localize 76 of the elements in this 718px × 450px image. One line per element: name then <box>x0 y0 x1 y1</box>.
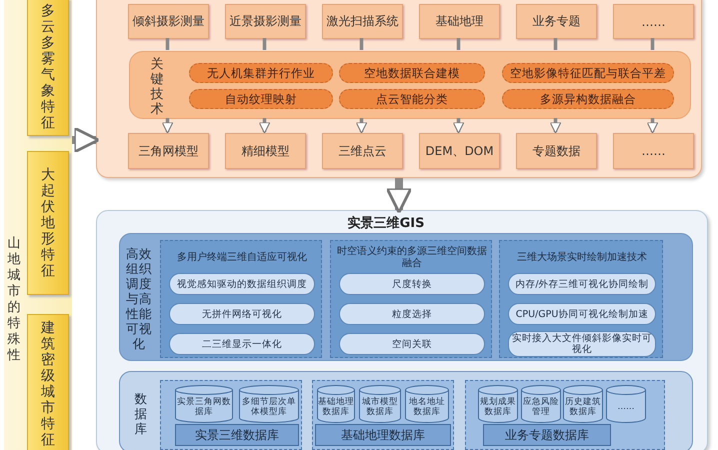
technology-pill: 多源异构数据融合 <box>502 89 674 109</box>
process-box: 基础地理 <box>419 4 500 39</box>
method-pill: 无拼件网络可视化 <box>169 303 315 325</box>
method-pill: CPU/GPU协同可视化绘制加速 <box>508 303 656 325</box>
arrow <box>72 126 100 154</box>
arrow <box>550 118 562 134</box>
technique-column <box>330 240 492 358</box>
technology-pill: 无人机集群并行作业 <box>189 63 333 83</box>
database-group <box>160 380 302 450</box>
system-panel <box>96 210 708 450</box>
database-cylinder: 实景三角网数据库 <box>175 385 233 423</box>
technology-pill: 自动纹理映射 <box>189 89 333 109</box>
side-panel <box>4 0 72 450</box>
database-cylinder: 多细节层次单体模型库 <box>239 385 299 423</box>
database-label: 业务专题数据库 <box>483 424 611 446</box>
side-label: 山地城市的特殊性 <box>6 235 22 365</box>
process-box: 近景摄影测量 <box>225 4 306 39</box>
database-label: 基础地理数据库 <box>315 424 451 446</box>
database-cylinder: 应急风险管理 <box>521 385 561 423</box>
arrow <box>356 118 368 134</box>
method-pill: 空间关联 <box>339 333 485 355</box>
database-cylinder: 基础地理数据库 <box>317 385 355 423</box>
arrow <box>646 118 658 134</box>
database-cylinder: …… <box>606 385 646 423</box>
method-pill: 尺度转换 <box>339 273 485 295</box>
method-pill: 内存/外存三维可视化协同绘制 <box>508 273 656 295</box>
database-group <box>312 380 454 450</box>
connector-line <box>262 38 266 50</box>
connector-line <box>166 38 170 50</box>
column-title: 多用户终端三维自适应可视化 <box>176 250 308 265</box>
method-pill: 二三维显示一体化 <box>169 333 315 355</box>
column-title: 三维大场景实时绘制加速技术 <box>516 250 648 265</box>
process-box: 专题数据 <box>516 133 597 169</box>
feature-box: 多云多雾气象特征 <box>27 0 69 136</box>
process-box: DEM、DOM <box>419 133 500 169</box>
feature-box: 大起伏地形特征 <box>27 151 69 295</box>
database-cylinder: 地名地址数据库 <box>405 385 449 423</box>
database-panel <box>119 371 693 450</box>
panel-label: 高效组织调度与高性能可视化 <box>124 244 153 352</box>
process-box: 三角网模型 <box>128 133 209 169</box>
feature-box: 建筑密级城市特征 <box>27 314 69 450</box>
database-cylinder: 规划成果数据库 <box>478 385 518 423</box>
process-box: 业务专题 <box>516 4 597 39</box>
process-box: 倾斜摄影测量 <box>128 4 209 39</box>
technology-pill: 空地数据联合建模 <box>339 63 485 83</box>
arrow <box>258 118 270 134</box>
database-label: 实景三维数据库 <box>175 424 299 446</box>
technique-column <box>499 240 663 358</box>
connector-line <box>554 38 558 50</box>
technique-column <box>160 240 322 358</box>
method-pill: 实时接入大文件倾斜影像实时可视化 <box>508 331 656 357</box>
visualization-panel <box>119 233 693 361</box>
process-box: 激光扫描系统 <box>322 4 403 39</box>
database-cylinder: 历史建筑数据库 <box>563 385 603 423</box>
column-title: 时空语义约束的多源三维空间数据融合 <box>336 245 488 271</box>
process-box: …… <box>613 133 694 169</box>
panel-label: 数据库 <box>134 390 148 438</box>
arrow <box>162 118 174 134</box>
technology-pill: 空地影像特征匹配与联合平差 <box>502 63 674 83</box>
process-panel <box>96 0 702 178</box>
database-group <box>465 380 665 450</box>
process-box: …… <box>613 4 694 39</box>
connector-line <box>360 38 364 50</box>
database-cylinder: 城市模型数据库 <box>359 385 401 423</box>
arrow <box>452 118 464 134</box>
method-pill: 粒度选择 <box>339 303 485 325</box>
process-box: 精细模型 <box>225 133 306 169</box>
process-box: 三维点云 <box>322 133 403 169</box>
method-pill: 视觉感知驱动的数据组织调度 <box>169 273 315 295</box>
technology-panel <box>129 51 691 119</box>
panel-label: 关键技术 <box>150 56 164 118</box>
panel-title: 实景三维GIS <box>346 215 426 231</box>
arrow <box>386 178 412 214</box>
technology-pill: 点云智能分类 <box>339 89 485 109</box>
connector-line <box>456 38 460 50</box>
connector-line <box>650 38 654 50</box>
